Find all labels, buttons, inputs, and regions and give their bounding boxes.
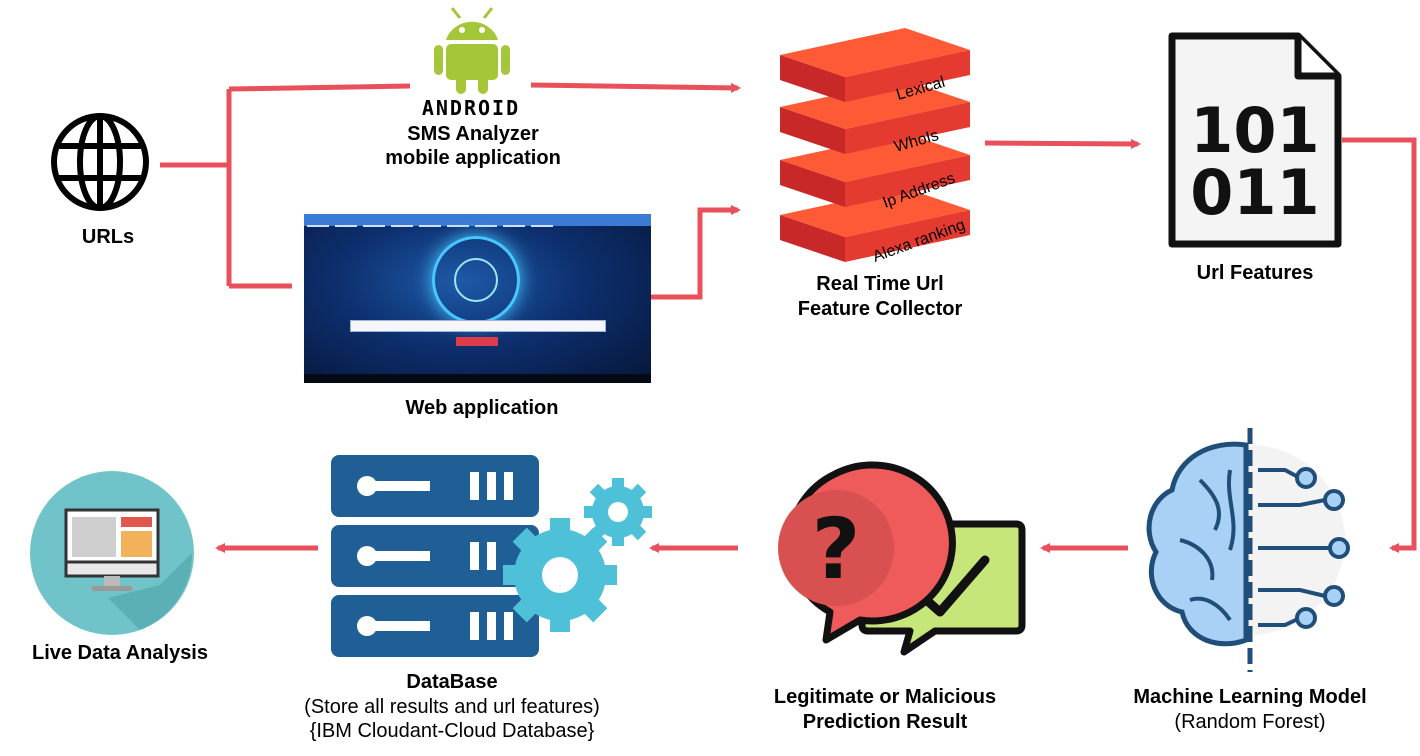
- label-sms-line2: mobile application: [385, 147, 561, 169]
- gear-icon: [503, 518, 617, 632]
- prediction-bubbles-icon: ?: [778, 461, 1026, 656]
- label-url-features: Url Features: [1196, 262, 1314, 284]
- label-ml-line1: Machine Learning Model: [1133, 686, 1367, 708]
- arrow-android-to-collector: [530, 82, 741, 93]
- arrow-collector-to-features: [984, 138, 1141, 149]
- android-robot-icon: [434, 7, 510, 94]
- label-ml-line2: (Random Forest): [1174, 711, 1326, 733]
- label-sms-line1: SMS Analyzer: [407, 123, 539, 145]
- label-live-data-analysis: Live Data Analysis: [31, 642, 208, 664]
- label-prediction-line1: Legitimate or Malicious: [773, 686, 997, 708]
- label-database-line1: DataBase: [406, 671, 498, 693]
- web-footer: [304, 374, 651, 383]
- label-database-line2: (Store all results and url features): [304, 696, 600, 718]
- android-wordmark: ANDROID: [421, 96, 521, 120]
- stack-layer-ip: [780, 133, 970, 207]
- label-collector-line1: Real Time Url: [816, 273, 944, 295]
- label-database-line3: {IBM Cloudant-Cloud Database}: [309, 720, 595, 742]
- binary-file-icon: 101 011: [1168, 32, 1342, 248]
- brain-circuit-icon: [1146, 428, 1350, 672]
- feature-layer-stack-icon: [780, 28, 970, 262]
- web-nav-bar: [304, 214, 651, 227]
- arrow-features-to-ml: [1342, 137, 1417, 553]
- arrow-web-to-collector: [651, 205, 741, 300]
- stack-layer-alexa: [780, 188, 970, 262]
- question-mark: ?: [812, 500, 861, 598]
- small-gear-icon: [584, 478, 652, 546]
- web-search-input: [350, 320, 606, 332]
- label-collector-line2: Feature Collector: [797, 298, 963, 320]
- label-urls: URLs: [81, 226, 135, 248]
- label-prediction-line2: Prediction Result: [802, 711, 968, 733]
- web-analyze-button: [456, 337, 498, 346]
- binary-text-top: 101: [1190, 94, 1319, 167]
- binary-text-bottom: 011: [1190, 156, 1319, 229]
- stack-layer-whois: [780, 80, 970, 154]
- web-app-screenshot: [304, 214, 651, 383]
- connector-lines: [160, 82, 1417, 553]
- monitor-analytics-icon: [30, 471, 194, 635]
- stack-layer-lexical: [780, 28, 970, 102]
- label-web-application: Web application: [405, 397, 559, 419]
- database-server-icon: [331, 455, 652, 657]
- globe-icon: [51, 113, 149, 211]
- urls-branch-connector: [160, 83, 411, 289]
- web-hero-inner-orb: [454, 258, 498, 302]
